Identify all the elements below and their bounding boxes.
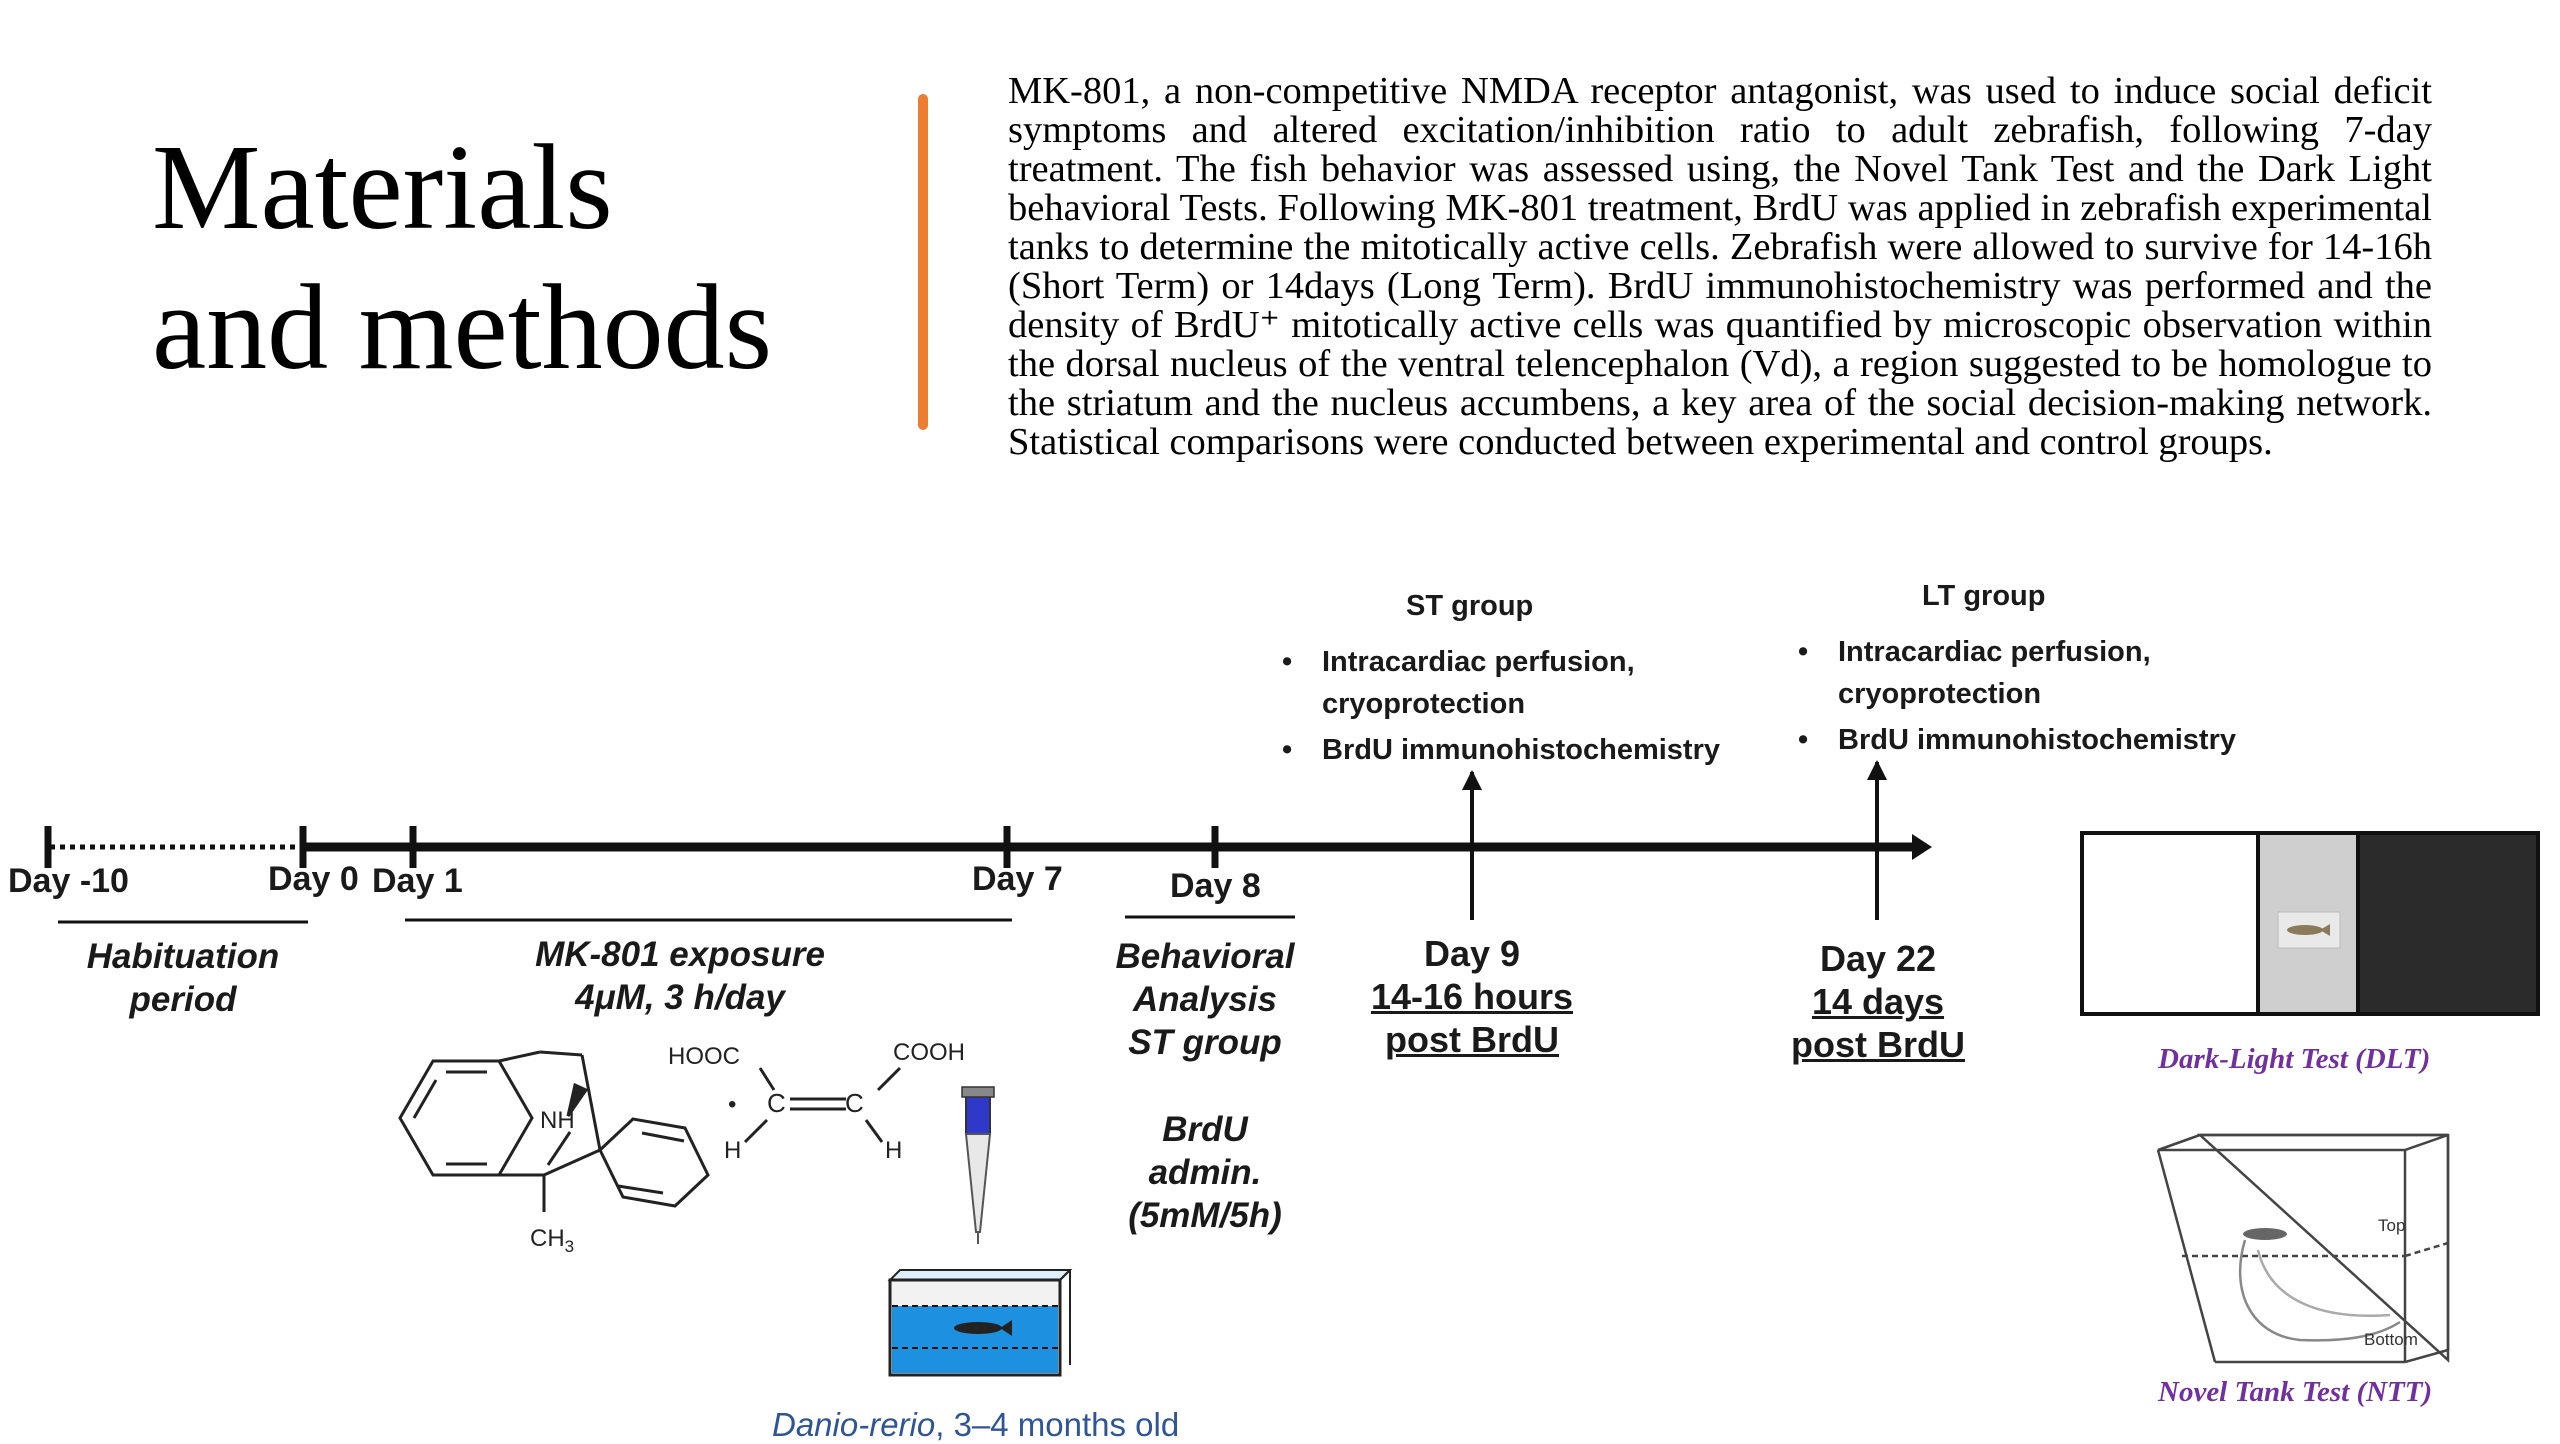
ntt-bottom-label: Bottom bbox=[2364, 1330, 2418, 1349]
behavioral-line-3: ST group bbox=[1128, 1023, 1282, 1062]
day-8-label: Day 8 bbox=[1170, 867, 1261, 905]
day-1-label: Day 1 bbox=[372, 862, 463, 900]
chem-c-left: C bbox=[767, 1088, 786, 1118]
novel-tank-icon bbox=[2156, 1133, 2450, 1364]
chem-h-right: H bbox=[885, 1137, 902, 1164]
dark-light-tank-icon bbox=[2080, 831, 2540, 1016]
st-group-item: Intracardiac perfusion, cryoprotection bbox=[1282, 641, 1662, 725]
exposure-label: MK-801 exposure 4μM, 3 h/day bbox=[430, 933, 930, 1019]
chem-ch3-label: CH3 bbox=[530, 1225, 574, 1256]
brdu-line-3: (5mM/5h) bbox=[1128, 1196, 1282, 1235]
lt-group-box: LT group Intracardiac perfusion, cryopro… bbox=[1794, 580, 2274, 761]
slide-title: Materials and methods bbox=[152, 118, 772, 398]
timeline-arrowhead bbox=[1912, 834, 1932, 860]
brdu-line-1: BrdU bbox=[1162, 1110, 1248, 1149]
chem-c-right: C bbox=[845, 1088, 864, 1118]
species-caption: Danio-rerio, 3–4 months old bbox=[772, 1406, 1179, 1444]
day-7-label: Day 7 bbox=[972, 860, 1063, 898]
st-group-box: ST group Intracardiac perfusion, cryopro… bbox=[1278, 590, 1758, 771]
water-tank-icon bbox=[887, 1269, 1073, 1377]
behavioral-line-2: Analysis bbox=[1133, 980, 1277, 1019]
title-line-1: Materials bbox=[152, 120, 613, 255]
day-9-block: Day 9 14-16 hours post BrdU bbox=[1342, 932, 1602, 1061]
chem-dot: • bbox=[728, 1091, 736, 1118]
species-age: , 3–4 months old bbox=[935, 1406, 1180, 1443]
day-22-line-1: 14 days bbox=[1811, 981, 1945, 1022]
title-line-2: and methods bbox=[152, 260, 773, 395]
ntt-top-label: Top bbox=[2378, 1216, 2405, 1235]
st-group-title: ST group bbox=[1406, 590, 1534, 622]
day-9-line-2: post BrdU bbox=[1385, 1019, 1559, 1060]
exposure-line-1: MK-801 exposure bbox=[535, 935, 825, 974]
brdu-admin-label: BrdU admin. (5mM/5h) bbox=[1095, 1108, 1315, 1237]
ntt-fish bbox=[2243, 1228, 2287, 1240]
dlt-caption: Dark-Light Test (DLT) bbox=[2158, 1043, 2431, 1075]
species-name: Danio-rerio bbox=[772, 1406, 936, 1443]
abstract-text: MK-801, a non-competitive NMDA receptor … bbox=[1008, 70, 2432, 463]
st-group-item: BrdU immunohistochemistry bbox=[1282, 729, 1758, 771]
behavioral-line-1: Behavioral bbox=[1115, 937, 1295, 976]
exposure-line-2: 4μM, 3 h/day bbox=[575, 978, 785, 1017]
chem-hooc-label: HOOC bbox=[668, 1043, 740, 1070]
lt-group-title: LT group bbox=[1922, 580, 2046, 612]
day-9-line-1: 14-16 hours bbox=[1370, 976, 1574, 1017]
lt-group-item: Intracardiac perfusion, cryoprotection bbox=[1798, 631, 2178, 715]
pipette-icon bbox=[961, 1086, 995, 1244]
day-22-title: Day 22 bbox=[1819, 938, 1937, 979]
lt-group-item: BrdU immunohistochemistry bbox=[1798, 719, 2274, 761]
chem-nh-label: NH bbox=[540, 1107, 575, 1134]
brdu-line-2: admin. bbox=[1148, 1153, 1262, 1192]
accent-bar bbox=[918, 94, 928, 430]
chem-cooh-label: COOH bbox=[893, 1039, 965, 1066]
day-minus10-label: Day -10 bbox=[8, 862, 129, 900]
day-9-title: Day 9 bbox=[1423, 933, 1521, 974]
habituation-label: Habituation period bbox=[86, 937, 280, 1019]
day-0-label: Day 0 bbox=[268, 860, 359, 898]
ntt-caption: Novel Tank Test (NTT) bbox=[2158, 1376, 2433, 1408]
day-22-line-2: post BrdU bbox=[1791, 1024, 1965, 1065]
mk801-structure bbox=[398, 1050, 902, 1212]
behavioral-label: Behavioral Analysis ST group bbox=[1095, 935, 1315, 1064]
chem-h-left: H bbox=[724, 1137, 741, 1164]
day-22-block: Day 22 14 days post BrdU bbox=[1748, 937, 2008, 1066]
